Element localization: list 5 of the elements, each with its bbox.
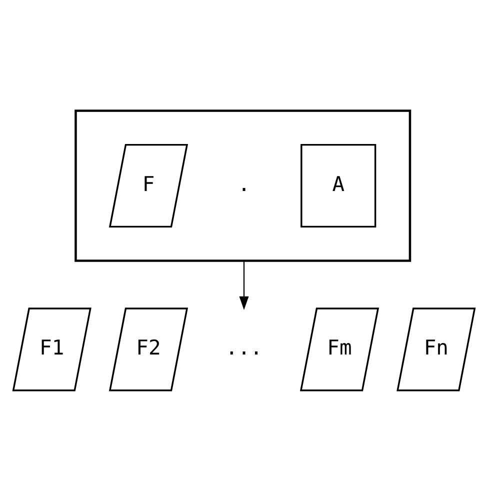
node-text: . [237, 171, 250, 196]
cluster [74, 109, 411, 262]
node-box: A [300, 143, 376, 228]
node-text: ... [225, 334, 262, 359]
arrow [238, 260, 248, 310]
